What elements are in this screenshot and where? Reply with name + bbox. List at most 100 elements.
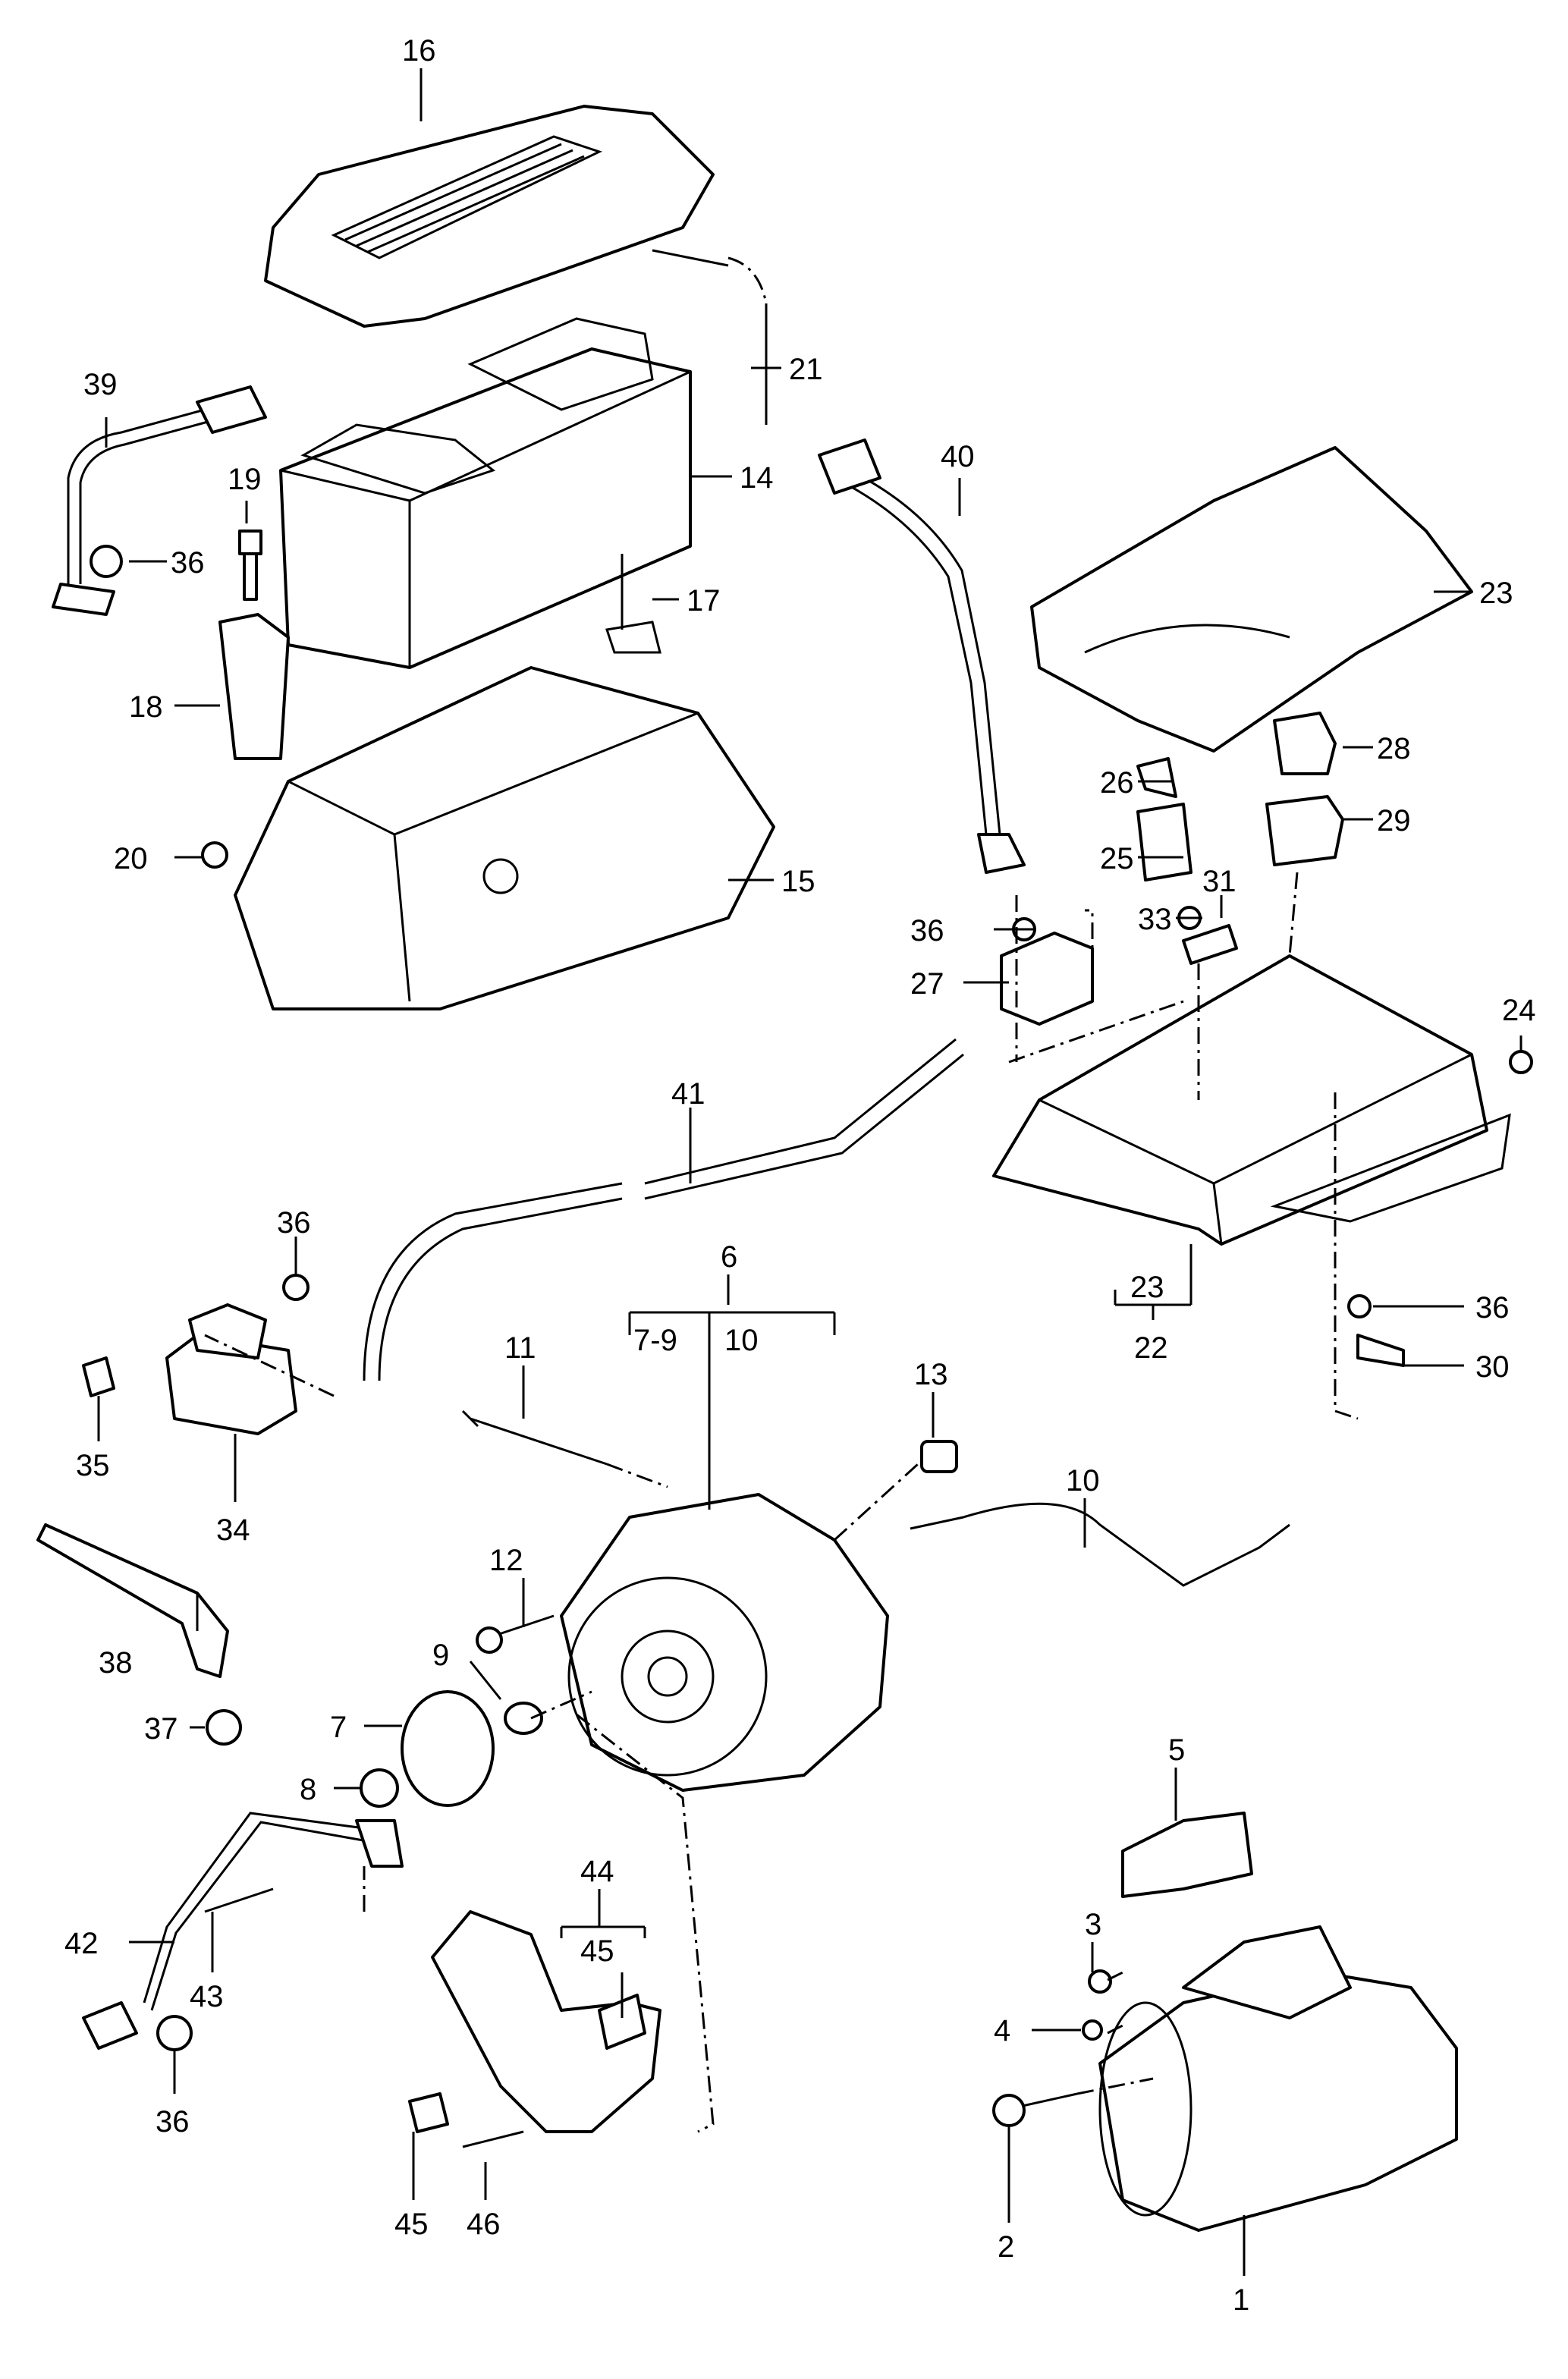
- label-8: 8: [300, 1773, 316, 1806]
- label-36-c: 36: [1475, 1291, 1510, 1325]
- label-14: 14: [740, 461, 774, 495]
- battery-tray: [234, 666, 775, 1010]
- vent-spring: [652, 249, 768, 425]
- fuse-tray: [992, 954, 1511, 1246]
- label-30: 30: [1475, 1350, 1510, 1384]
- mounting-bracket: [218, 613, 290, 760]
- nut-36-c: [1347, 1294, 1372, 1318]
- label-10-a: 10: [724, 1324, 759, 1357]
- label-9: 9: [432, 1639, 449, 1672]
- nut-3: [1088, 1969, 1112, 1994]
- battery-cover: [264, 105, 715, 328]
- label-20: 20: [114, 842, 148, 875]
- cable-42: [82, 1812, 404, 2050]
- label-31: 31: [1202, 865, 1236, 898]
- label-22: 22: [1134, 1331, 1168, 1365]
- relay-28: [1273, 712, 1337, 775]
- label-36-b: 36: [910, 914, 944, 948]
- label-41: 41: [671, 1077, 705, 1111]
- label-18: 18: [129, 690, 163, 724]
- assembly-lines: [204, 872, 1359, 2133]
- ground-strap: [52, 385, 267, 616]
- label-1: 1: [1233, 2283, 1249, 2317]
- hold-down-clamp: [605, 554, 661, 654]
- label-10-b: 10: [1066, 1464, 1100, 1497]
- nut-36-e: [156, 2015, 193, 2051]
- label-2: 2: [998, 2230, 1014, 2264]
- relay-module-34: [165, 1303, 297, 1435]
- leader-lines: [97, 68, 1522, 2276]
- battery-cable-40: [818, 438, 1026, 874]
- fuse-26: [1136, 757, 1177, 798]
- label-6: 6: [721, 1240, 737, 1274]
- label-7-9: 7-9: [633, 1324, 677, 1357]
- alternator: [560, 1493, 889, 1792]
- nut-36-a: [90, 545, 123, 578]
- bolt-43: [204, 1887, 274, 1913]
- label-36-d: 36: [277, 1206, 311, 1240]
- bolt-11: [461, 1409, 608, 1466]
- label-15: 15: [781, 865, 815, 898]
- label-4: 4: [994, 2014, 1010, 2047]
- label-44: 44: [580, 1855, 614, 1888]
- strap-30: [1356, 1334, 1405, 1367]
- nut-20: [201, 841, 228, 869]
- clip-45: [408, 2092, 449, 2133]
- battery: [279, 317, 692, 669]
- label-27: 27: [910, 967, 944, 1001]
- label-38: 38: [99, 1646, 133, 1680]
- junction-block-27: [1000, 932, 1094, 1026]
- bolt-12-head: [476, 1626, 503, 1654]
- label-36-e: 36: [156, 2105, 190, 2139]
- label-33: 33: [1138, 903, 1172, 936]
- label-17: 17: [687, 584, 721, 618]
- label-3: 3: [1085, 1908, 1101, 1941]
- heat-sleeve-5: [1121, 1812, 1253, 1898]
- label-13: 13: [914, 1358, 948, 1391]
- relay-29: [1265, 795, 1344, 866]
- label-25: 25: [1100, 842, 1134, 875]
- fuse-holder-25: [1136, 803, 1192, 882]
- label-12: 12: [489, 1544, 523, 1577]
- label-46: 46: [467, 2208, 501, 2241]
- label-43: 43: [190, 1980, 224, 2013]
- nut-24: [1509, 1050, 1533, 1074]
- label-24: 24: [1502, 994, 1536, 1027]
- label-45-b: 45: [394, 2208, 429, 2241]
- label-34: 34: [216, 1513, 250, 1547]
- label-37: 37: [144, 1712, 178, 1746]
- upper-cover: [1030, 446, 1473, 753]
- bolt-19: [238, 530, 262, 601]
- label-19: 19: [228, 463, 262, 496]
- label-35: 35: [76, 1449, 110, 1482]
- nut-36-d: [282, 1274, 310, 1301]
- label-21: 21: [789, 353, 823, 386]
- bushing-13: [920, 1440, 958, 1473]
- cable-41: [363, 1038, 964, 1381]
- washer-9: [504, 1702, 543, 1735]
- label-5: 5: [1168, 1733, 1185, 1767]
- label-42: 42: [64, 1927, 99, 1960]
- bolt-35: [82, 1356, 115, 1397]
- label-16: 16: [402, 34, 436, 68]
- label-45-a: 45: [580, 1934, 614, 1968]
- pulley-7: [401, 1690, 495, 1807]
- label-23-b: 23: [1130, 1271, 1164, 1304]
- nut-8: [360, 1768, 399, 1808]
- label-29: 29: [1377, 804, 1411, 838]
- label-26: 26: [1100, 766, 1134, 800]
- bolt-2-head: [992, 2094, 1026, 2127]
- label-40: 40: [941, 440, 975, 473]
- label-11: 11: [504, 1331, 536, 1365]
- bolt-46: [462, 2130, 524, 2148]
- bracket-38: [36, 1523, 229, 1678]
- part-labels: 16 21 14 17 18 19 20 15 39 36 40 23 28 2…: [64, 34, 1536, 2317]
- label-28: 28: [1377, 732, 1411, 765]
- sensor-cable-10: [910, 1502, 1290, 1587]
- heat-shield: [431, 1910, 661, 2133]
- label-36-a: 36: [171, 546, 205, 580]
- label-23-a: 23: [1479, 577, 1513, 610]
- link-31: [1182, 924, 1238, 965]
